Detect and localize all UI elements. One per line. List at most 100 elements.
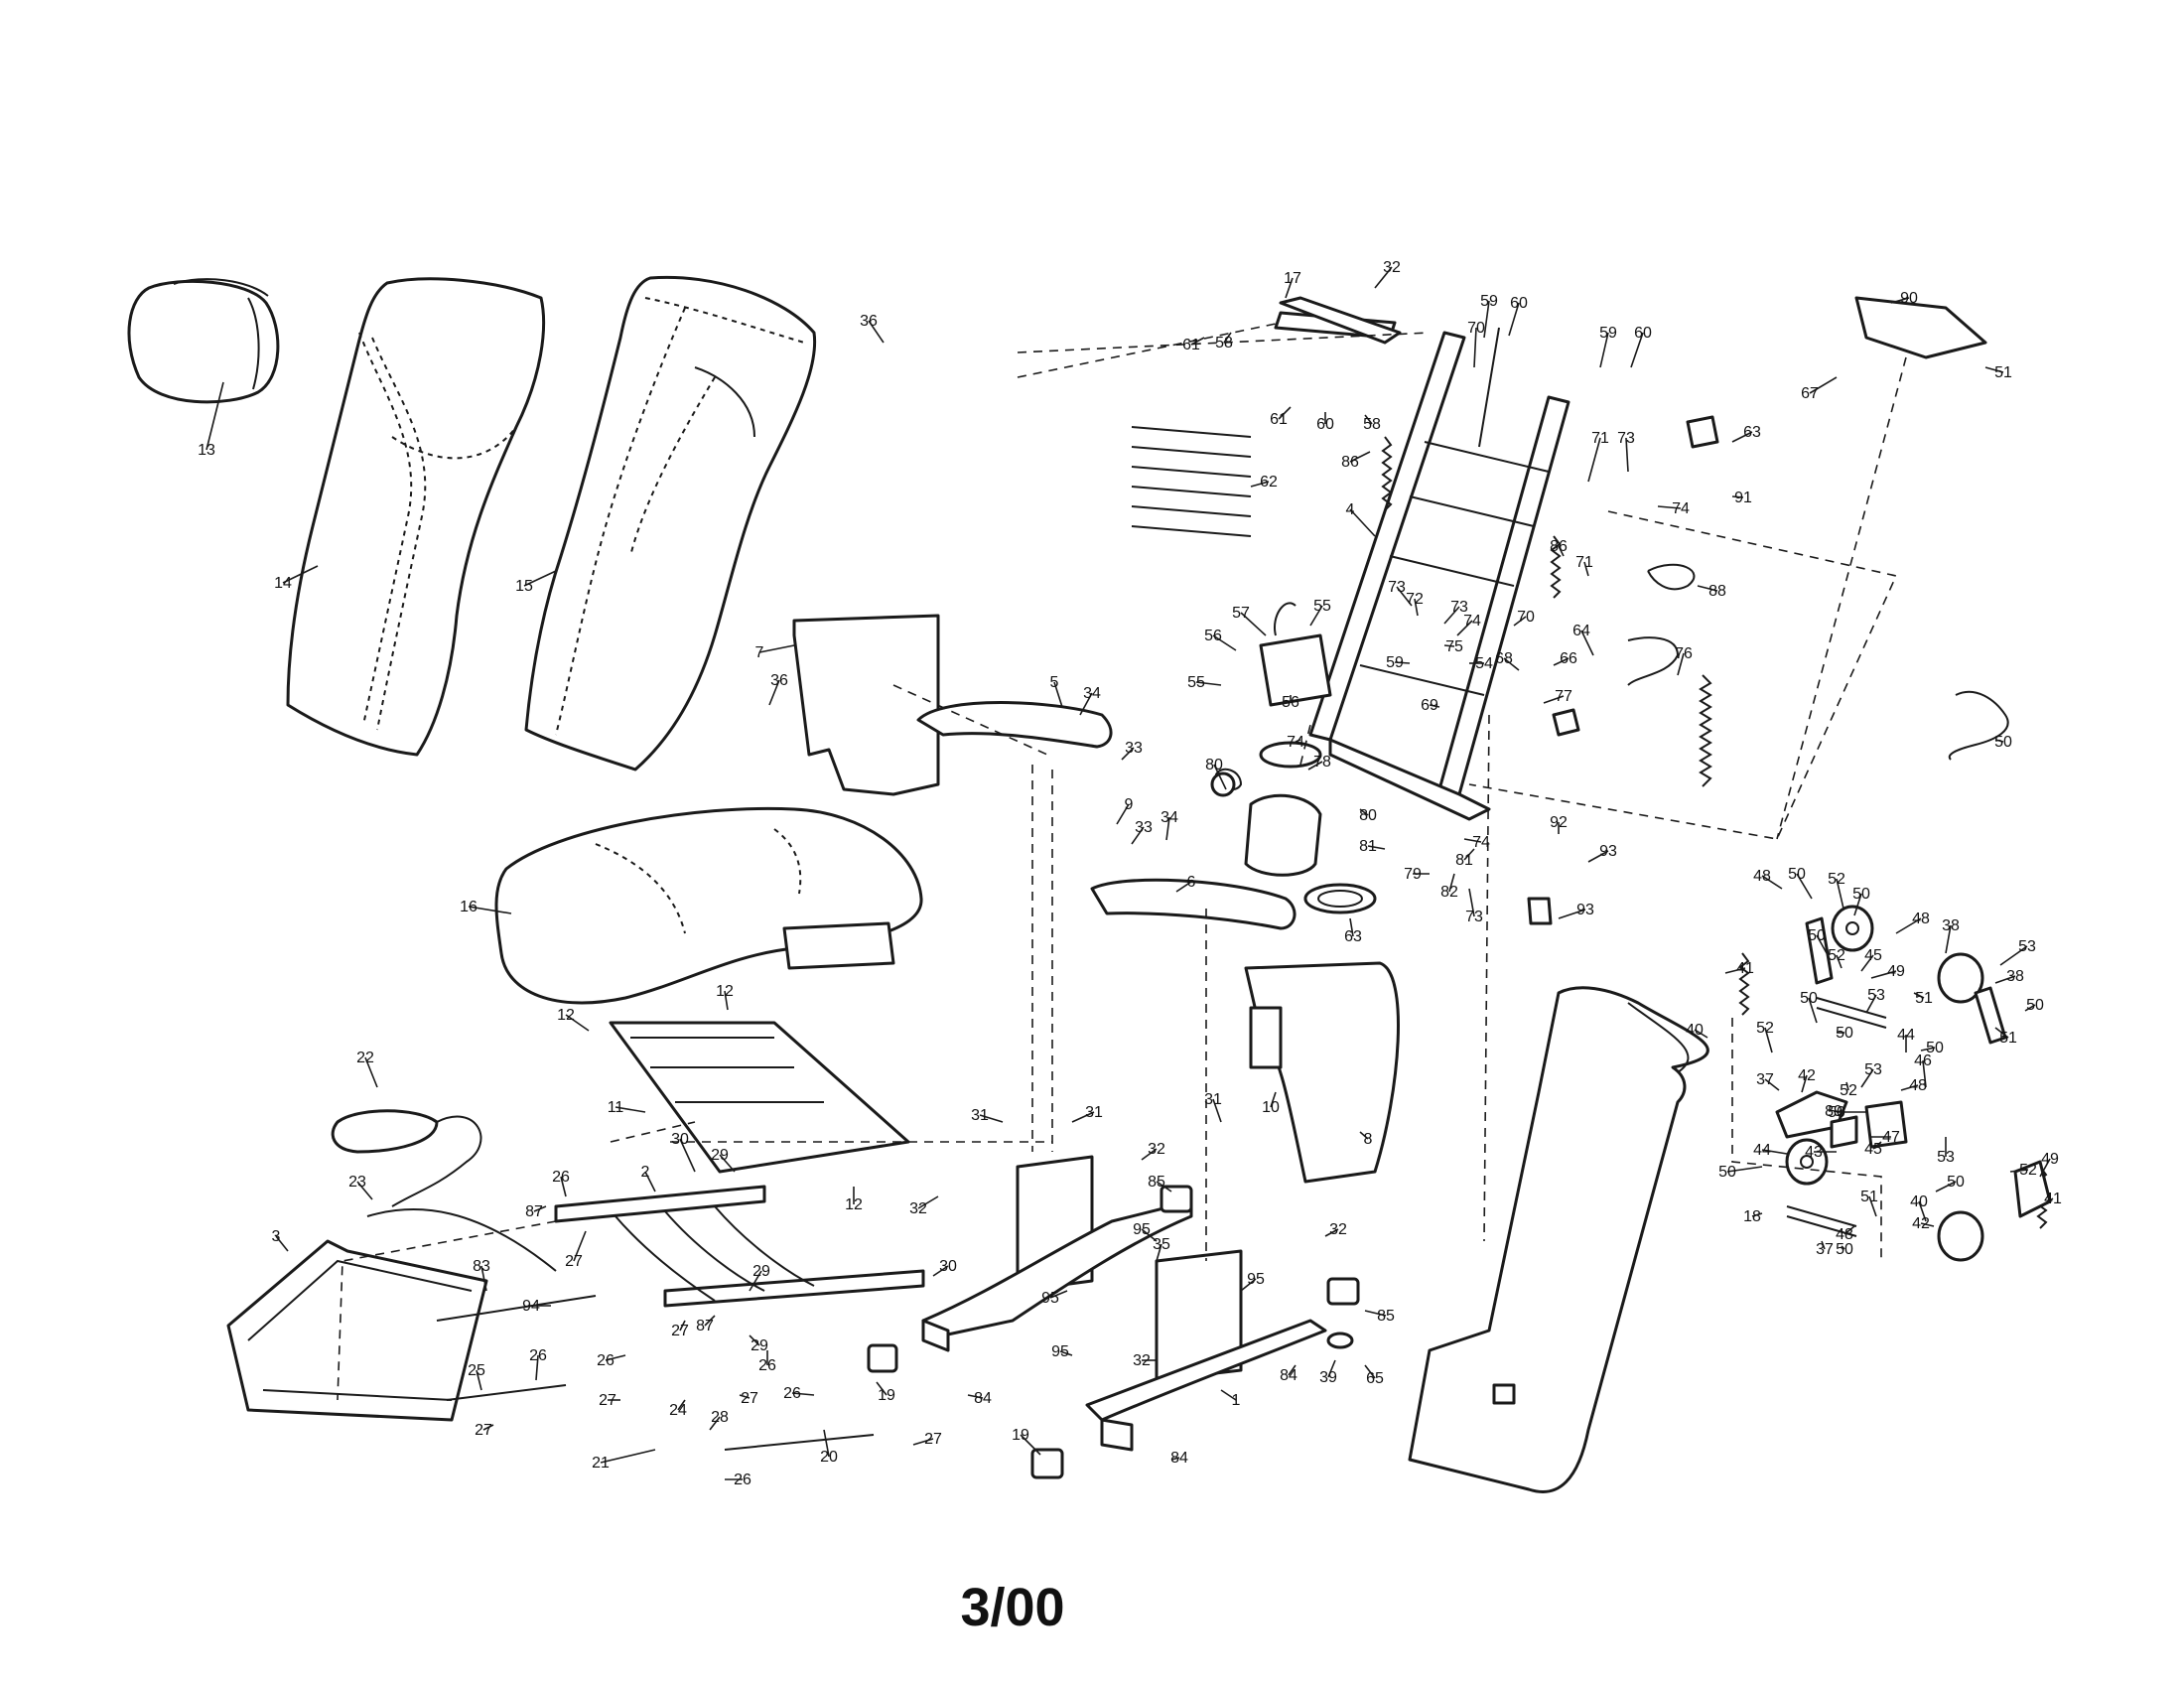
callout-leader	[1994, 739, 2004, 743]
callout-label: 37	[1816, 1241, 1834, 1258]
callout-label: 81	[1359, 838, 1377, 855]
callout-leader	[1503, 657, 1520, 671]
callout-leader	[1141, 1148, 1158, 1161]
callout-label: 34	[1160, 809, 1178, 826]
back-panel	[1408, 986, 1709, 1493]
callout-label: 11	[608, 1099, 624, 1116]
callout-leader	[1731, 495, 1744, 498]
callout-label: 74	[1463, 613, 1481, 630]
callout-leader	[1836, 954, 1843, 969]
callout-label: 49	[2041, 1151, 2059, 1168]
callout-leader	[932, 1265, 949, 1277]
callout-label: 76	[1675, 645, 1693, 662]
callout-label: 73	[1465, 909, 1483, 925]
callout-label: 73	[1388, 579, 1406, 596]
callout-label: 12	[845, 1196, 863, 1213]
callout-label: 6	[1187, 874, 1196, 891]
callout-label: 62	[1260, 474, 1278, 491]
callout-label: 17	[1284, 270, 1301, 287]
callout-label: 89	[1825, 1103, 1843, 1120]
callout-leader	[709, 1416, 721, 1431]
headrest-pillow	[127, 278, 280, 404]
callout-label: 33	[1135, 819, 1153, 836]
callout-label: 52	[1756, 1020, 1774, 1037]
callout-label: 27	[565, 1253, 583, 1270]
callout-leader	[1543, 695, 1565, 704]
callout-label: 40	[1910, 1193, 1928, 1210]
callout-leader	[979, 1114, 1004, 1123]
callout-leader	[1359, 808, 1369, 816]
callout-leader	[1508, 302, 1520, 337]
side-cover-left	[792, 614, 940, 796]
callout-label: 55	[1187, 674, 1205, 691]
callout-leader	[1816, 934, 1828, 954]
callout-label: 81	[1455, 852, 1473, 869]
callout-leader	[1212, 634, 1237, 651]
callout-leader	[1240, 1278, 1257, 1292]
callout-label: 59	[1386, 654, 1404, 671]
lift-frame	[1274, 311, 1570, 821]
callout-label: 68	[1495, 650, 1513, 667]
callout-leader	[967, 1394, 984, 1399]
callout-leader	[1580, 630, 1594, 656]
callout-leader	[1731, 431, 1753, 443]
callout-leader	[791, 1392, 815, 1396]
callout-leader	[1761, 1149, 1788, 1155]
callout-leader	[1764, 1078, 1780, 1091]
callout-leader	[1364, 1364, 1376, 1379]
base-frame	[921, 1155, 1327, 1452]
callout-label: 50	[1808, 927, 1826, 944]
small-hardware	[1279, 296, 2009, 925]
callout-leader	[1364, 414, 1373, 425]
callout-leader	[1994, 1027, 2009, 1039]
callout-leader	[1860, 1068, 1874, 1088]
callout-label: 51	[1915, 990, 1933, 1007]
callout-leader	[719, 1154, 736, 1173]
callout-label: 52	[1840, 1082, 1857, 1099]
callout-leader	[1900, 1084, 1919, 1091]
callout-label: 50	[2026, 997, 2044, 1014]
callout-leader	[1285, 277, 1294, 299]
callout-label: 73	[1450, 599, 1468, 616]
callout-leader	[679, 1320, 686, 1332]
callout-leader	[1396, 586, 1413, 607]
callout-leader	[1587, 437, 1601, 483]
callout-leader	[1288, 1364, 1297, 1376]
callout-leader	[1175, 881, 1192, 893]
callout-label: 32	[1148, 1141, 1165, 1158]
callout-leader	[1071, 1111, 1095, 1123]
callout-leader	[614, 1106, 646, 1113]
callout-label: 85	[1377, 1308, 1395, 1325]
callout-label: 93	[1599, 843, 1617, 860]
callout-leader	[565, 1014, 590, 1032]
callout-leader	[1865, 994, 1877, 1014]
callout-leader	[364, 1056, 378, 1088]
callout-label: 73	[1617, 430, 1635, 447]
callout-label: 32	[909, 1200, 927, 1217]
callout-leader	[1751, 1212, 1763, 1217]
callout-leader	[868, 320, 885, 344]
callout-leader	[1657, 505, 1682, 509]
callout-leader	[917, 1195, 939, 1209]
callout-label: 53	[1864, 1061, 1882, 1078]
callout-leader	[1583, 561, 1589, 577]
callout-label: 56	[1282, 694, 1299, 711]
callout-leader	[600, 1449, 656, 1464]
callout-leader	[282, 565, 319, 584]
callout-label: 60	[1510, 295, 1528, 312]
callout-leader	[1156, 1181, 1172, 1193]
callout-leader	[1156, 1243, 1162, 1262]
callout-label: 57	[1232, 605, 1250, 622]
callout-label: 31	[1204, 1091, 1222, 1108]
callout-label: 53	[2018, 938, 2036, 955]
callout-leader	[1121, 747, 1135, 761]
callout-label: 66	[1560, 650, 1577, 667]
callout-leader	[1240, 612, 1267, 636]
callout-label: 58	[1363, 416, 1381, 433]
callout-label: 61	[1182, 337, 1200, 353]
callout-leader	[1630, 332, 1644, 368]
callout-label: 74	[1472, 834, 1490, 851]
callout-label: 13	[198, 442, 215, 459]
